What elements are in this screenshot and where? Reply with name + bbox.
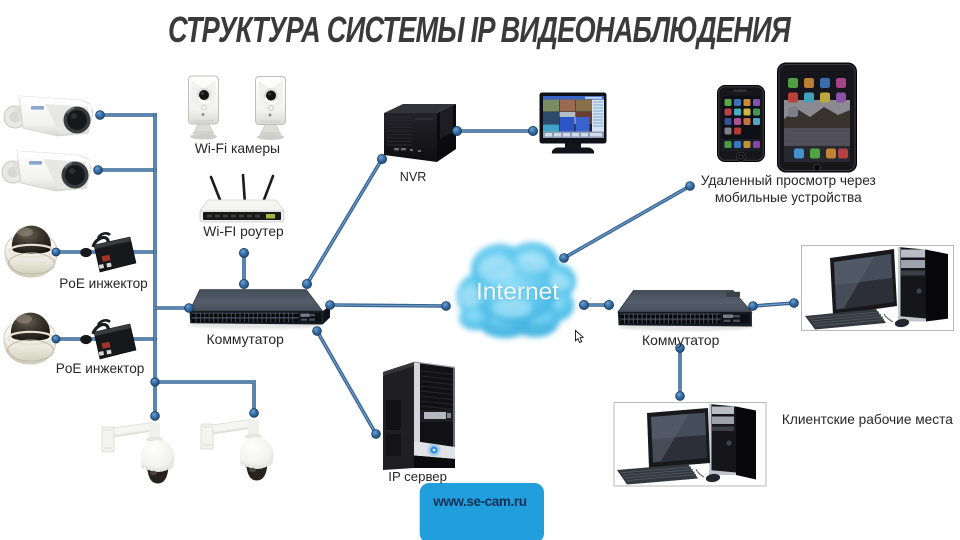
svg-text:Internet: Internet xyxy=(476,279,559,306)
svg-text:Internet: Internet xyxy=(476,279,559,306)
